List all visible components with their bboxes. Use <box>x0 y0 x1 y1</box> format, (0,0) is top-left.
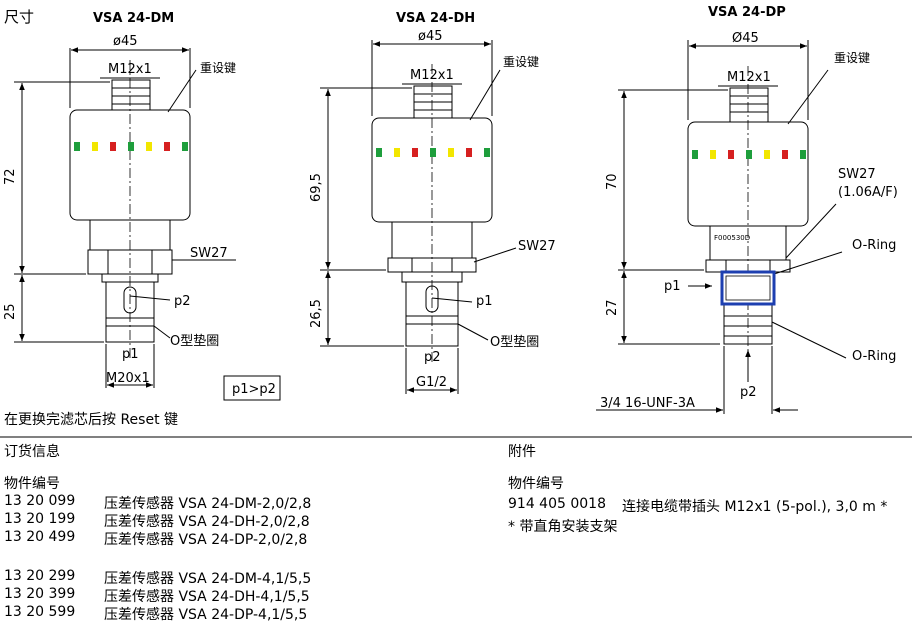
order-item-code: 13 20 199 <box>4 511 76 527</box>
drawing-vsa-24-dp <box>596 40 847 414</box>
dh-connector: M12x1 <box>410 68 454 83</box>
dp-reset-key: 重设键 <box>834 51 870 65</box>
order-item-desc: 压差传感器 VSA 24-DM-2,0/2,8 <box>104 496 312 512</box>
accessories-heading: 附件 <box>508 444 536 460</box>
order-item-code: 13 20 099 <box>4 493 76 509</box>
dh-diameter: ø45 <box>418 29 443 44</box>
dp-connector: M12x1 <box>727 70 771 85</box>
dm-title: VSA 24-DM <box>93 11 174 26</box>
order-item-code: 13 20 499 <box>4 529 76 545</box>
accessories-part-no-label: 物件编号 <box>508 476 564 492</box>
pressure-note-box <box>223 375 281 401</box>
order-item-desc: 压差传感器 VSA 24-DP-4,1/5,5 <box>104 607 308 623</box>
oring-top-dp <box>720 270 776 306</box>
dm-oring: O型垫圈 <box>170 333 219 349</box>
dp-wrench: SW27 <box>838 167 876 182</box>
order-item-desc: 压差传感器 VSA 24-DH-2,0/2,8 <box>104 514 310 530</box>
dp-oring-top: O-Ring <box>852 238 896 253</box>
order-item-code: 13 20 599 <box>4 604 76 620</box>
ordering-part-no-label: 物件编号 <box>4 476 60 492</box>
dh-reset-key: 重设键 <box>503 55 539 69</box>
dm-wrench: SW27 <box>190 246 228 261</box>
dp-dim-lower: 27 <box>605 299 620 316</box>
dh-title: VSA 24-DH <box>396 11 475 26</box>
dp-oring-bottom: O-Ring <box>852 349 896 364</box>
drawing-vsa-24-dm <box>14 47 236 388</box>
reset-note: 在更换完滤芯后按 Reset 键 <box>4 412 179 428</box>
accessory-footnote: * 带直角安装支架 <box>508 519 618 535</box>
dh-p1: p1 <box>476 294 493 309</box>
dp-p1: p1 <box>664 279 681 294</box>
led-bar-dp <box>692 150 806 159</box>
dh-wrench: SW27 <box>518 239 556 254</box>
dm-dim-upper: 72 <box>3 168 18 185</box>
dh-oring: O型垫圈 <box>490 334 539 350</box>
dp-thread: 3/4 16-UNF-3A <box>600 396 695 411</box>
dp-diameter: Ø45 <box>732 31 759 46</box>
dh-thread: G1/2 <box>416 375 447 390</box>
order-item-code: 13 20 399 <box>4 586 76 602</box>
dh-dim-upper: 69,5 <box>309 173 324 202</box>
dm-connector: M12x1 <box>108 62 152 77</box>
dm-thread: M20x1 <box>106 371 150 386</box>
order-item-desc: 压差传感器 VSA 24-DM-4,1/5,5 <box>104 571 312 587</box>
pressure-note: p1>p2 <box>232 382 276 397</box>
led-bar-dm <box>74 142 188 151</box>
dp-dim-upper: 70 <box>605 173 620 190</box>
dp-wrench-sub: (1.06A/F) <box>838 185 898 200</box>
dp-title: VSA 24-DP <box>708 5 786 20</box>
dm-diameter: ø45 <box>113 34 138 49</box>
led-bar-dh <box>376 148 490 157</box>
section-title: 尺寸 <box>4 8 34 26</box>
dp-part-code: F000530D <box>714 234 750 242</box>
accessory-desc: 连接电缆带插头 M12x1 (5-pol.), 3,0 m * <box>622 499 888 515</box>
order-item-desc: 压差传感器 VSA 24-DP-2,0/2,8 <box>104 532 308 548</box>
dm-p1: p1 <box>122 347 139 362</box>
dp-p2: p2 <box>740 385 757 400</box>
order-item-code: 13 20 299 <box>4 568 76 584</box>
dm-p2: p2 <box>174 294 191 309</box>
dh-p2: p2 <box>424 350 441 365</box>
accessory-code: 914 405 0018 <box>508 496 606 512</box>
dm-reset-key: 重设键 <box>200 61 236 75</box>
dm-dim-lower: 25 <box>3 303 18 320</box>
dh-dim-lower: 26,5 <box>309 299 324 328</box>
order-item-desc: 压差传感器 VSA 24-DH-4,1/5,5 <box>104 589 310 605</box>
ordering-heading: 订货信息 <box>4 444 60 460</box>
drawing-vsa-24-dh <box>320 40 517 394</box>
